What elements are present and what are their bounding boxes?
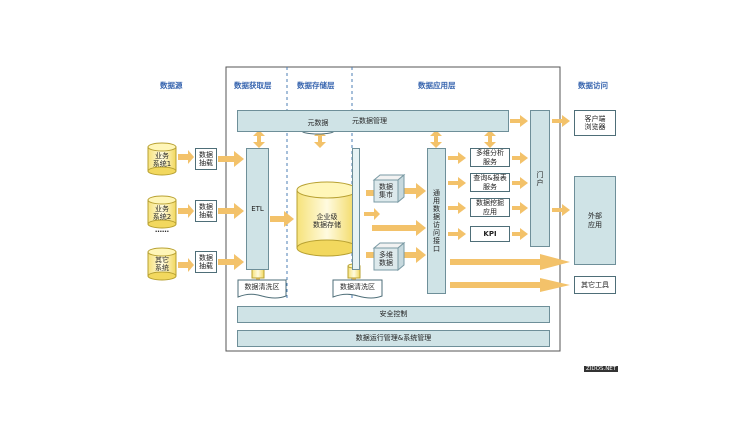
- header-application: 数据应用层: [418, 81, 456, 90]
- operations-bar: 数据运行管理&系统管理: [237, 330, 550, 347]
- arrow-meta-etl: [253, 130, 265, 148]
- arrow-edw-staging: [364, 208, 380, 220]
- arrow-int-svc2: [448, 177, 466, 189]
- arrow-portal-external: [552, 204, 570, 216]
- data-access-interface-label: 通用数据访问接口: [432, 189, 441, 253]
- arrow-int-other: [450, 278, 570, 292]
- metadata-management-label: 元数据管理: [352, 117, 387, 125]
- service-data-mining: 数据挖掘 应用: [470, 198, 510, 217]
- sources-ellipsis: ……: [155, 226, 169, 234]
- header-access: 数据访问: [578, 81, 608, 90]
- staging-right-label: 数据清洗区: [340, 283, 375, 291]
- arrow-meta-interface: [430, 130, 442, 148]
- arrow-int-svc1: [448, 152, 466, 164]
- header-acquisition: 数据获取层: [234, 81, 272, 90]
- edw-label: 企业级 数据存储: [313, 213, 341, 230]
- operations-label: 数据运行管理&系统管理: [355, 334, 432, 343]
- source-3-label: 其它 系统: [155, 256, 169, 273]
- arrow-meta-services: [484, 130, 496, 148]
- watermark: ZIDOS.NET: [584, 366, 619, 372]
- arrow-meta-portal: [510, 115, 528, 127]
- storage-thin-column: [352, 148, 360, 270]
- arrow-mdb-interface: [404, 247, 426, 263]
- arrow-int-svc3: [448, 202, 466, 214]
- service-olap: 多维分析 服务: [470, 148, 510, 167]
- source-2-label: 业务 系统2: [152, 205, 172, 222]
- header-storage: 数据存储层: [297, 81, 335, 90]
- arrow-svc2-portal: [512, 177, 528, 189]
- cube-datamart: [372, 173, 406, 204]
- arrow-mart-interface: [404, 183, 426, 199]
- arrow-int-svc4: [448, 228, 466, 240]
- service-query-report: 查询&报表 服务: [470, 173, 510, 192]
- cylinder-src3: [147, 247, 177, 281]
- arrow-svc3-portal: [512, 202, 528, 214]
- arrow-svc1-portal: [512, 152, 528, 164]
- extract-box-3: 数据 抽载: [195, 251, 217, 273]
- other-tools-box: 其它工具: [574, 276, 616, 294]
- arrow-src2-extract: [178, 204, 194, 218]
- portal-label: 门户: [536, 170, 545, 187]
- extract-box-2: 数据 抽载: [195, 200, 217, 222]
- extract-box-1: 数据 抽载: [195, 148, 217, 170]
- data-access-interface-box: 通用数据访问接口: [427, 148, 446, 294]
- arrow-extract3-etl: [218, 254, 244, 270]
- client-browser-box: 客户端 浏览器: [574, 110, 616, 136]
- mdb-label: 多维 数据: [379, 251, 393, 268]
- portal-box: 门户: [530, 110, 550, 247]
- etl-label: ETL: [251, 204, 264, 213]
- arrow-extract2-etl: [218, 203, 244, 219]
- doc-staging-right: [332, 279, 383, 299]
- metadata-management-bar: [237, 110, 509, 132]
- arrow-int-external: [450, 254, 570, 270]
- arrow-extract1-etl: [218, 151, 244, 167]
- service-kpi: KPI: [470, 226, 510, 242]
- cylinder-src2: [147, 195, 177, 229]
- metadata-label: 元数据: [307, 119, 329, 127]
- staging-left-label: 数据清洗区: [244, 283, 280, 291]
- security-label: 安全控制: [379, 310, 408, 319]
- arrow-src1-extract: [178, 150, 194, 164]
- arrow-meta-edw: [314, 130, 326, 148]
- datamart-label: 数据 集市: [379, 183, 393, 200]
- arrow-portal-browser: [552, 115, 570, 127]
- cylinder-src1: [147, 142, 177, 176]
- doc-staging-left: [237, 279, 287, 299]
- security-bar: 安全控制: [237, 306, 550, 323]
- source-1-label: 业务 系统1: [152, 152, 172, 169]
- arrow-src3-extract: [178, 258, 194, 272]
- arrow-svc4-portal: [512, 228, 528, 240]
- external-app-box: 外部 应用: [574, 176, 616, 265]
- etl-box: ETL: [246, 148, 269, 270]
- cylinder-edw: [296, 181, 358, 257]
- cube-mdb: [372, 241, 406, 272]
- header-data-source: 数据源: [160, 81, 183, 90]
- arrow-edw2-interface: [372, 220, 426, 236]
- arrow-etl-edw: [270, 211, 294, 227]
